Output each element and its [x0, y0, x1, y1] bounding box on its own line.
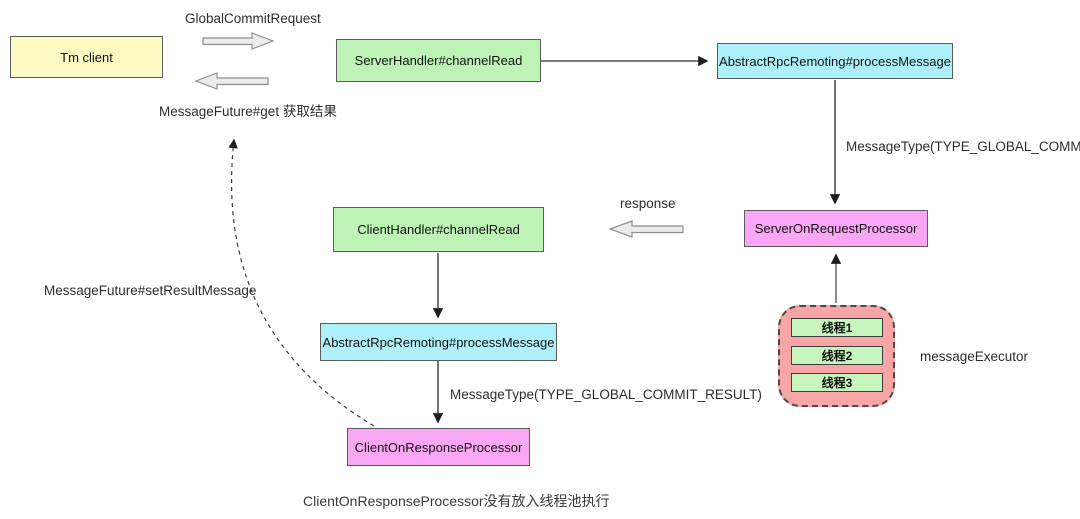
thread-3: 线程3: [791, 373, 883, 392]
label-bottom-note: ClientOnResponseProcessor没有放入线程池执行: [303, 493, 610, 509]
node-server-on-request-processor: ServerOnRequestProcessor: [744, 210, 928, 247]
label-message-executor: messageExecutor: [920, 349, 1029, 364]
label-message-type-global-commit-result: MessageType(TYPE_GLOBAL_COMMIT_RESULT): [450, 387, 762, 402]
node-client-on-response-processor: ClientOnResponseProcessor: [347, 428, 530, 466]
node-abstract-rpc-remoting-server: AbstractRpcRemoting#processMessage: [717, 43, 953, 79]
return-block-arrow-icon: [194, 72, 269, 90]
thread-2: 线程2: [791, 346, 883, 365]
label-global-commit-request: GlobalCommitRequest: [185, 11, 321, 26]
label-message-future-set-result: MessageFuture#setResultMessage: [44, 283, 257, 298]
thread-1: 线程1: [791, 318, 883, 337]
node-tm-client: Tm client: [10, 36, 163, 78]
node-abstract-rpc-remoting-client: AbstractRpcRemoting#processMessage: [320, 323, 557, 361]
thread-pool-container: 线程1 线程2 线程3: [778, 305, 895, 407]
global-commit-block-arrow-icon: [202, 32, 275, 50]
label-response: response: [620, 196, 676, 211]
node-client-handler: ClientHandler#channelRead: [333, 207, 544, 252]
node-server-handler: ServerHandler#channelRead: [336, 39, 541, 82]
set-result-dashed-curve: [228, 138, 375, 427]
label-message-future-get: MessageFuture#get 获取结果: [159, 104, 337, 119]
label-message-type-global-commit: MessageType(TYPE_GLOBAL_COMMIT): [846, 139, 1080, 154]
response-block-arrow-icon: [608, 220, 684, 238]
